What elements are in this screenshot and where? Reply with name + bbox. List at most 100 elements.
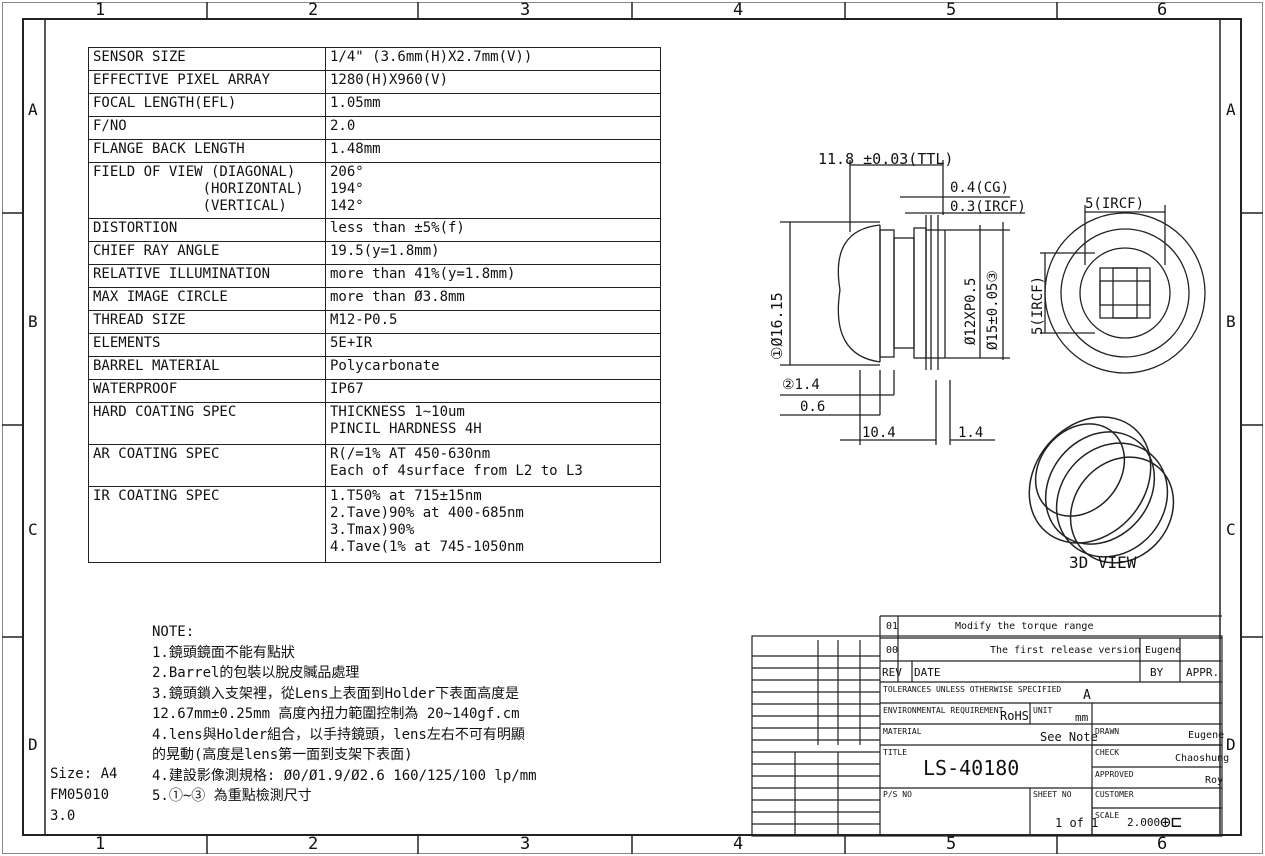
rev-header-appr: APPR. (1186, 666, 1220, 679)
note-item: 5.①~③ 為重點檢測尺寸 (152, 788, 312, 804)
dim-10-4: 10.4 (862, 425, 896, 441)
part-number: LS-40180 (923, 756, 1020, 780)
spec-value: R(/=1% AT 450-630nm Each of 4surface fro… (325, 444, 661, 487)
spec-label: CHIEF RAY ANGLE (88, 241, 326, 265)
dim-cg: 0.4(CG) (950, 180, 1010, 196)
dim-thread: Ø12XP0.5 (963, 277, 979, 345)
sheet-size: Size: A4 (50, 766, 118, 782)
tolerance-note: TOLERANCES UNLESS OTHERWISE SPECIFIED (883, 685, 1062, 694)
note-item: 12.67mm±0.25mm 高度內扭力範圍控制為 20~140gf.cm (152, 706, 520, 722)
column-number-4-top: 4 (733, 0, 744, 20)
row-letter-A-left: A (28, 100, 38, 119)
dim-1-4-b: 1.4 (958, 425, 984, 441)
lens-3d-view (1028, 416, 1175, 564)
column-number-1-bot: 1 (95, 834, 106, 854)
rev-no-00: 00 (886, 645, 899, 656)
customer-label: CUSTOMER (1095, 790, 1134, 799)
column-number-6-top: 6 (1157, 0, 1168, 20)
spec-value: Polycarbonate (325, 356, 661, 380)
spec-label: DISTORTION (88, 218, 326, 242)
rohs-value: RoHS (1000, 709, 1029, 723)
title-label: TITLE (883, 748, 908, 757)
rev-header-date: DATE (914, 666, 941, 679)
spec-label: WATERPROOF (88, 379, 326, 403)
column-number-1-top: 1 (95, 0, 106, 20)
spec-value: 1.T50% at 715±15nm 2.Tave)90% at 400-685… (325, 486, 661, 563)
column-number-2-bot: 2 (308, 834, 319, 854)
dim-0-6: 0.6 (800, 399, 826, 415)
spec-value: more than Ø3.8mm (325, 287, 661, 311)
row-letter-B-right: B (1226, 312, 1236, 331)
spec-value: 2.0 (325, 116, 661, 140)
title-block-grid (751, 615, 1223, 837)
form-revision: 3.0 (50, 808, 76, 824)
sheet-no-label: SHEET NO (1033, 790, 1072, 799)
spec-value: M12-P0.5 (325, 310, 661, 334)
spec-value: 1280(H)X960(V) (325, 70, 661, 94)
material-label: MATERIAL (883, 727, 922, 736)
spec-label: F/NO (88, 116, 326, 140)
row-letter-D-left: D (28, 735, 38, 754)
column-number-3-bot: 3 (520, 834, 531, 854)
projection-symbol-icon: ⊕⊏ (1160, 812, 1182, 833)
drawn-value: Eugene (1188, 730, 1225, 741)
spec-label: RELATIVE ILLUMINATION (88, 264, 326, 288)
dim-1-4: ②1.4 (782, 377, 820, 393)
spec-value: 5E+IR (325, 333, 661, 357)
dim-diameter-15: Ø15±0.05③ (985, 270, 1001, 350)
spec-label: AR COATING SPEC (88, 444, 326, 487)
spec-label: FOCAL LENGTH(EFL) (88, 93, 326, 117)
column-number-6-bot: 6 (1157, 834, 1168, 854)
drawing-frame (22, 18, 1242, 836)
spec-label: EFFECTIVE PIXEL ARRAY (88, 70, 326, 94)
dim-diameter-16: ①Ø16.15 (768, 292, 786, 360)
dim-ircf-height: 5(IRCF) (1030, 275, 1046, 335)
unit-label: UNIT (1033, 706, 1053, 715)
env-requirement-label: ENVIRONMENTAL REQUIREMENT (883, 706, 1004, 715)
spec-label: BARREL MATERIAL (88, 356, 326, 380)
unit-value: mm (1075, 711, 1089, 724)
check-label: CHECK (1095, 748, 1120, 757)
form-number: FM05010 (50, 787, 110, 803)
spec-value: THICKNESS 1~10um PINCIL HARDNESS 4H (325, 402, 661, 445)
spec-value: 1.48mm (325, 139, 661, 163)
row-letter-D-right: D (1226, 735, 1236, 754)
row-letter-B-left: B (28, 312, 38, 331)
row-letter-C-left: C (28, 520, 38, 539)
note-item: 3.鏡頭鎖入支架裡，從Lens上表面到Holder下表面高度是 (152, 685, 520, 702)
view-3d-label: 3D VIEW (1069, 553, 1137, 572)
column-number-3-top: 3 (520, 0, 531, 20)
spec-value: 19.5(y=1.8mm) (325, 241, 661, 265)
rev-no-01: 01 (886, 621, 899, 632)
dim-ircf-thickness: 0.3(IRCF) (950, 199, 1026, 215)
row-letter-C-right: C (1226, 520, 1236, 539)
approved-label: APPROVED (1095, 770, 1134, 779)
column-number-2-top: 2 (308, 0, 319, 20)
approved-value: Roy (1205, 775, 1224, 786)
material-value: See Note (1040, 730, 1098, 744)
spec-row: FIELD OF VIEW (DIAGONAL) (HORIZONTAL) (V… (88, 162, 661, 219)
spec-value: 1/4" (3.6mm(H)X2.7mm(V)) (325, 47, 661, 71)
spec-label: FLANGE BACK LENGTH (88, 139, 326, 163)
spec-value: less than ±5%(f) (325, 218, 661, 242)
lens-front-view (1040, 205, 1206, 374)
rev-header-by: BY (1150, 666, 1164, 679)
spec-label: HARD COATING SPEC (88, 402, 326, 445)
note-item: 1.鏡頭鏡面不能有點狀 (152, 644, 295, 661)
row-letter-A-right: A (1226, 100, 1236, 119)
sheet-info: Size: A4 FM05010 3.0 (50, 764, 117, 827)
